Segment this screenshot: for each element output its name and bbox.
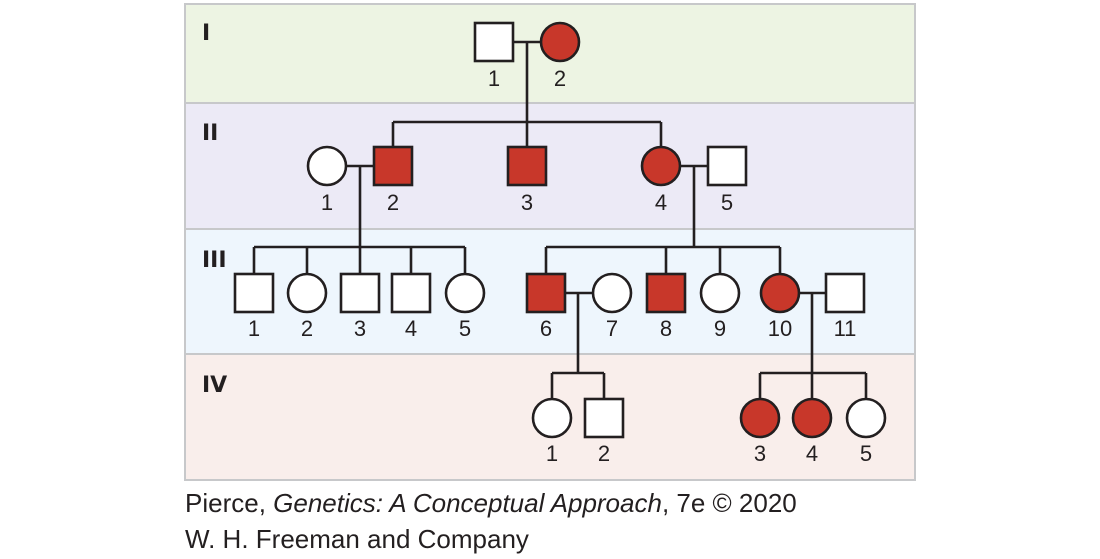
male-unaffected-iii-3 bbox=[339, 272, 381, 314]
individual-number-iii-11: 11 bbox=[834, 316, 857, 341]
female-affected-ii-4 bbox=[640, 145, 682, 187]
figure-credit: Pierce, Genetics: A Conceptual Approach,… bbox=[185, 488, 797, 519]
male-unaffected-i-1 bbox=[473, 21, 515, 63]
male-unaffected-iv-2 bbox=[583, 397, 625, 439]
male-unaffected-iii-1 bbox=[233, 272, 275, 314]
individual-number-iii-9: 9 bbox=[714, 316, 726, 341]
individual-number-i-2: 2 bbox=[554, 66, 566, 91]
female-unaffected-iv-5 bbox=[845, 397, 887, 439]
male-unaffected-ii-5 bbox=[706, 145, 748, 187]
female-unaffected-iii-7 bbox=[591, 272, 633, 314]
female-unaffected-iv-1 bbox=[531, 397, 573, 439]
male-affected-iii-6 bbox=[525, 272, 567, 314]
individual-number-iii-2: 2 bbox=[301, 316, 313, 341]
individual-number-ii-3: 3 bbox=[521, 190, 533, 215]
female-unaffected-iii-9 bbox=[699, 272, 741, 314]
credit-book-title: Genetics: A Conceptual Approach bbox=[273, 488, 662, 518]
female-unaffected-ii-1 bbox=[306, 145, 348, 187]
figure-publisher: W. H. Freeman and Company bbox=[185, 524, 529, 554]
female-affected-iv-3 bbox=[739, 397, 781, 439]
female-affected-iii-10 bbox=[759, 272, 801, 314]
generation-label-iii: III bbox=[202, 248, 227, 273]
generation-label-ii: II bbox=[202, 121, 218, 146]
individual-number-ii-5: 5 bbox=[721, 190, 733, 215]
male-affected-ii-2 bbox=[372, 145, 414, 187]
female-affected-iv-4 bbox=[791, 397, 833, 439]
individual-number-iii-6: 6 bbox=[540, 316, 552, 341]
individual-number-iv-3: 3 bbox=[754, 441, 766, 466]
individual-number-i-1: 1 bbox=[488, 66, 500, 91]
individual-number-iii-10: 10 bbox=[768, 316, 792, 341]
generation-label-iv: IV bbox=[202, 373, 227, 398]
individual-number-iii-3: 3 bbox=[354, 316, 366, 341]
individual-number-ii-4: 4 bbox=[655, 190, 667, 215]
individual-number-ii-1: 1 bbox=[321, 190, 333, 215]
female-unaffected-iii-5 bbox=[444, 272, 486, 314]
individual-number-iv-4: 4 bbox=[806, 441, 818, 466]
individual-number-ii-2: 2 bbox=[387, 190, 399, 215]
male-affected-iii-8 bbox=[645, 272, 687, 314]
credit-author: Pierce, bbox=[185, 488, 274, 518]
male-affected-ii-3 bbox=[506, 145, 548, 187]
generation-band-ii bbox=[184, 102, 916, 230]
pedigree-lines bbox=[252, 40, 868, 399]
individual-number-iii-4: 4 bbox=[405, 316, 417, 341]
male-unaffected-iii-11 bbox=[824, 272, 866, 314]
individual-number-iii-1: 1 bbox=[248, 316, 260, 341]
generation-label-i: I bbox=[202, 21, 210, 46]
individual-number-iii-7: 7 bbox=[606, 316, 618, 341]
individual-number-iv-1: 1 bbox=[546, 441, 558, 466]
male-unaffected-iii-4 bbox=[390, 272, 432, 314]
individual-number-iii-5: 5 bbox=[459, 316, 471, 341]
credit-edition: , 7e © 2020 bbox=[661, 488, 797, 518]
individual-number-iv-5: 5 bbox=[860, 441, 872, 466]
female-affected-i-2 bbox=[539, 21, 581, 63]
individual-number-iv-2: 2 bbox=[598, 441, 610, 466]
female-unaffected-iii-2 bbox=[286, 272, 328, 314]
individual-number-iii-8: 8 bbox=[660, 316, 672, 341]
